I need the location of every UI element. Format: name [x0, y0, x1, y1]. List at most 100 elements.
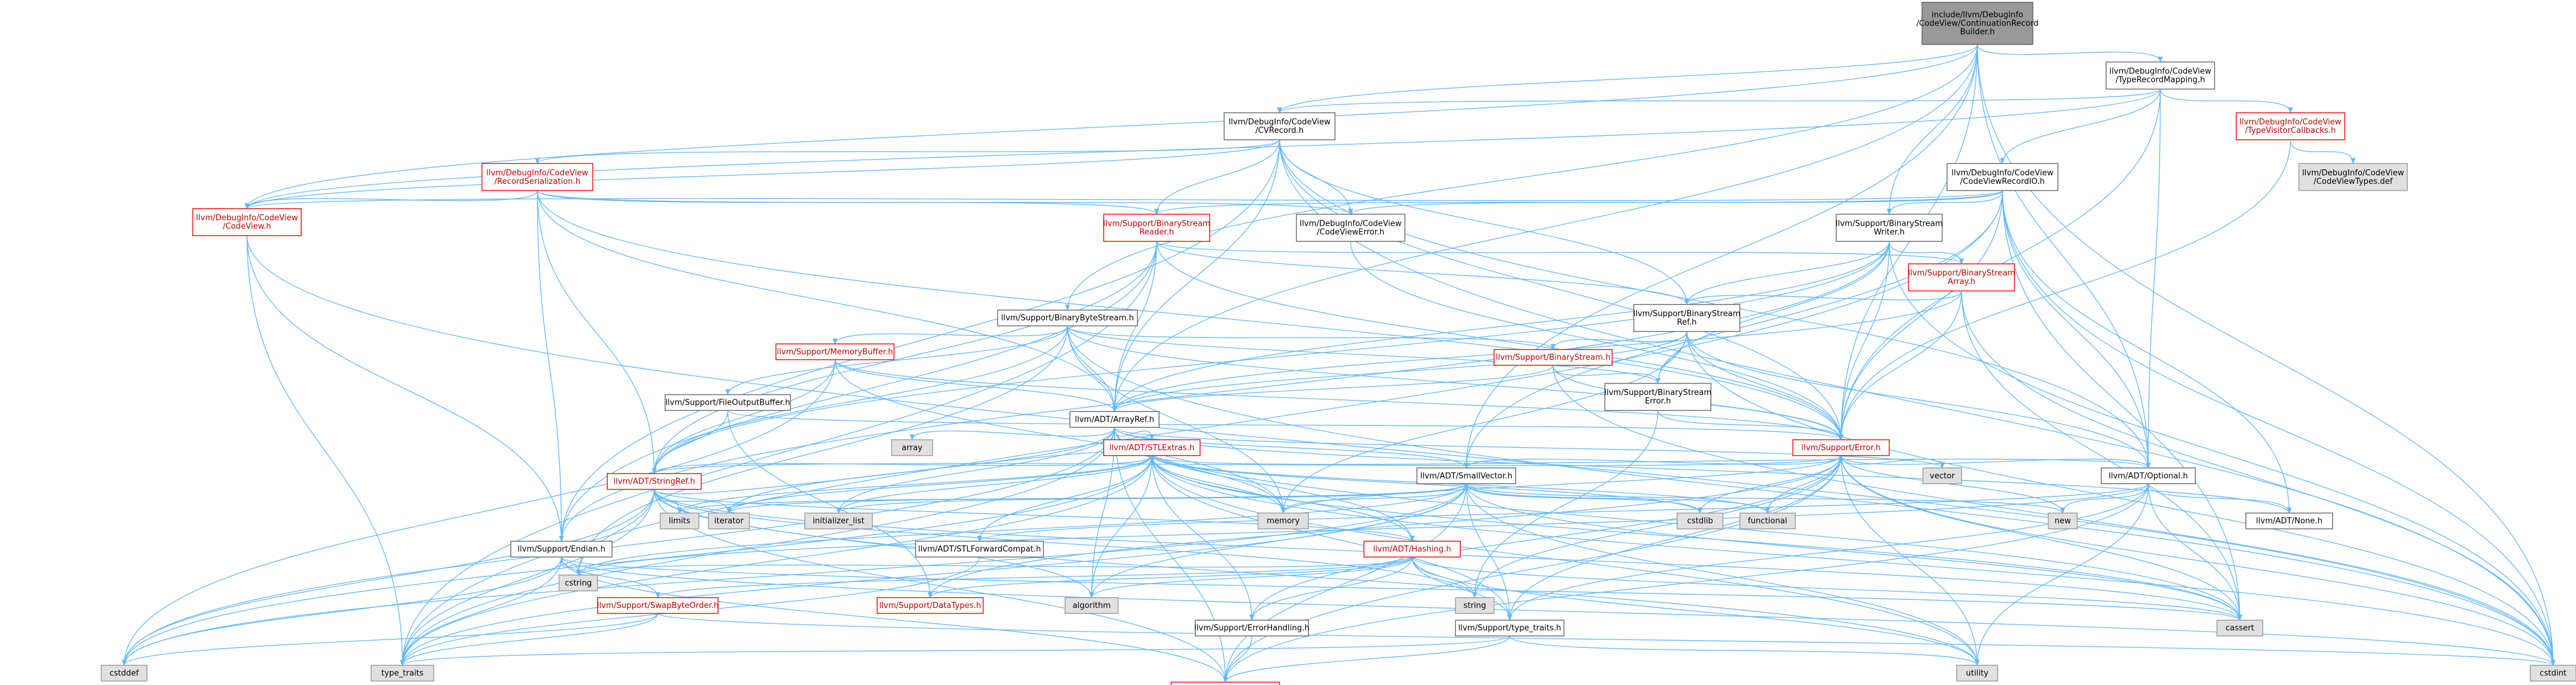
edge-endian-to-type_traits	[399, 557, 562, 666]
edge-optional-to-typetraits_llvm	[1507, 484, 2149, 621]
edge-binarybytestream-to-fileoutputbuffer	[725, 326, 1068, 396]
edge-binarystreamwriter-to-binarystreamarray	[1889, 241, 1964, 265]
node-label: /TypeVisitorCallbacks.h	[2245, 126, 2336, 135]
edge-error-to-smallvector	[1464, 455, 1842, 469]
node-box	[597, 597, 719, 614]
node-box	[1676, 512, 1724, 530]
node-box	[1633, 304, 1741, 332]
edge-swapbyteorder-to-cstddef	[121, 613, 659, 666]
node-cvrecord[interactable]: llvm/DebugInfo/CodeView/CVRecord.h	[1223, 112, 1336, 141]
node-datatypes[interactable]: llvm/Support/DataTypes.h	[877, 597, 984, 614]
node-label: llvm/ADT/SmallVector.h	[1420, 471, 1512, 481]
edge-cvrecord-to-codeview	[245, 140, 1280, 209]
node-compiler[interactable]: llvm/Support/Compiler.h	[1171, 681, 1280, 685]
node-none[interactable]: llvm/ADT/None.h	[2245, 512, 2333, 530]
node-label: llvm/ADT/Hashing.h	[1373, 545, 1451, 554]
node-label: llvm/DebugInfo/CodeView	[1951, 169, 2053, 178]
edge-stlextras-to-iterator	[726, 455, 1152, 514]
edge-binarystreamarray-to-cstdint	[1961, 291, 2556, 666]
node-errorhandling[interactable]: llvm/Support/ErrorHandling.h	[1194, 619, 1310, 636]
node-stringref[interactable]: llvm/ADT/StringRef.h	[607, 473, 702, 490]
node-recordserialization[interactable]: llvm/DebugInfo/CodeView/RecordSerializat…	[481, 163, 594, 191]
node-swapbyteorder[interactable]: llvm/Support/SwapByteOrder.h	[597, 597, 719, 614]
node-label: Error.h	[1645, 397, 1671, 406]
edge-arrayref-to-algorithm	[1089, 427, 1115, 598]
edge-cvrecord-to-error	[1279, 140, 1844, 440]
node-label: llvm/Support/SwapByteOrder.h	[597, 601, 719, 610]
edge-stlextras-to-memory	[1151, 455, 1286, 514]
node-codeviewtypesdef: llvm/DebugInfo/CodeView/CodeViewTypes.de…	[2298, 163, 2408, 191]
node-binarystream[interactable]: llvm/Support/BinaryStream.h	[1494, 349, 1613, 366]
node-stlextras[interactable]: llvm/ADT/STLExtras.h	[1103, 439, 1201, 456]
node-label: new	[2054, 517, 2071, 526]
edge-codeviewrecordio-to-cassert	[2002, 191, 2243, 621]
node-binarybytestream[interactable]: llvm/Support/BinaryByteStream.h	[997, 309, 1138, 326]
node-label: memory	[1266, 517, 1300, 526]
edge-hashing-to-cstring	[576, 556, 1413, 576]
node-label: cstdlib	[1687, 517, 1713, 526]
node-hashing[interactable]: llvm/ADT/Hashing.h	[1363, 541, 1461, 558]
node-arrayref[interactable]: llvm/ADT/ArrayRef.h	[1069, 411, 1160, 428]
edge-smallvector-to-utility	[1466, 484, 1980, 666]
edge-codeviewrecordio-to-binarystreamwriter	[1886, 191, 2003, 215]
node-typetraits_llvm[interactable]: llvm/Support/type_traits.h	[1455, 619, 1565, 636]
node-label: functional	[1748, 517, 1787, 526]
edge-recordserialization-to-error	[537, 191, 1844, 440]
node-typerecordmapping[interactable]: llvm/DebugInfo/CodeView/TypeRecordMappin…	[2105, 61, 2215, 90]
edge-hashing-to-utility	[1412, 557, 1980, 666]
edge-stlextras-to-errorhandling	[1151, 455, 1254, 621]
edge-binarystreamarray-to-binarystreamref	[1684, 291, 1962, 305]
edge-recordserialization-to-endian	[537, 191, 564, 542]
node-utility: utility	[1956, 664, 1999, 682]
node-optional[interactable]: llvm/ADT/Optional.h	[2101, 467, 2196, 484]
node-label: /CVRecord.h	[1256, 126, 1304, 135]
node-label: llvm/Support/ErrorHandling.h	[1194, 624, 1310, 633]
node-label: llvm/Support/Endian.h	[517, 545, 605, 554]
node-smallvector[interactable]: llvm/ADT/SmallVector.h	[1416, 467, 1517, 484]
node-stlforwardcompat[interactable]: llvm/ADT/STLForwardCompat.h	[915, 541, 1044, 558]
node-memorybuffer[interactable]: llvm/Support/MemoryBuffer.h	[775, 343, 895, 360]
edge-typetraits_llvm-to-type_traits	[400, 635, 1511, 666]
node-label: include/llvm/DebugInfo	[1932, 11, 2024, 20]
edge-binarystreamreader-to-binarystreamarray	[1156, 241, 1964, 265]
node-box	[804, 512, 873, 530]
node-initializer_list: initializer_list	[804, 512, 873, 530]
node-box	[192, 208, 302, 237]
node-label: llvm/Support/BinaryStream	[1908, 269, 2016, 278]
edge-error-to-utility	[1840, 455, 1980, 666]
node-functional: functional	[1739, 512, 1796, 530]
node-label: llvm/ADT/Optional.h	[2109, 471, 2188, 481]
node-root[interactable]: include/llvm/DebugInfo/CodeView/Continua…	[1916, 2, 2039, 46]
edge-binarystreamref-to-arrayref	[1112, 331, 1688, 413]
node-label: llvm/DebugInfo/CodeView	[2109, 67, 2211, 76]
edge-binarystreamwriter-to-binarystreamref	[1684, 241, 1890, 305]
node-fileoutputbuffer[interactable]: llvm/Support/FileOutputBuffer.h	[664, 394, 791, 411]
node-box	[1296, 214, 1405, 242]
edge-root-to-error	[1838, 44, 1978, 440]
edge-binarystreamref-to-optional	[1686, 331, 2151, 469]
node-label: Builder.h	[1960, 28, 1994, 37]
edge-binarystream-to-binarystreamerror	[1552, 365, 1660, 384]
edge-error-to-cstdint	[1840, 455, 2556, 666]
node-codeviewerror[interactable]: llvm/DebugInfo/CodeView/CodeViewError.h	[1296, 214, 1405, 242]
edge-binarystreamwriter-to-error	[1838, 241, 1890, 440]
edge-root-to-arrayref	[1112, 44, 1978, 413]
node-typevisitorcallbacks[interactable]: llvm/DebugInfo/CodeView/TypeVisitorCallb…	[2235, 112, 2345, 141]
edge-arrayref-to-smallvector	[1114, 427, 1469, 469]
node-codeview[interactable]: llvm/DebugInfo/CodeView/CodeView.h	[192, 208, 302, 237]
edge-codeview-to-type_traits	[246, 235, 405, 666]
node-error[interactable]: llvm/Support/Error.h	[1792, 439, 1890, 456]
node-endian[interactable]: llvm/Support/Endian.h	[510, 541, 613, 558]
edge-memorybuffer-to-cstddef	[121, 359, 835, 666]
edge-smallvector-to-limits	[677, 483, 1467, 514]
edge-stringref-to-cstddef	[121, 489, 655, 666]
edge-cvrecord-to-optional	[1279, 140, 2151, 469]
node-box	[1416, 467, 1517, 484]
node-codeviewrecordio[interactable]: llvm/DebugInfo/CodeView/CodeViewRecordIO…	[1946, 163, 2059, 191]
edge-typerecordmapping-to-optional	[2146, 89, 2161, 469]
